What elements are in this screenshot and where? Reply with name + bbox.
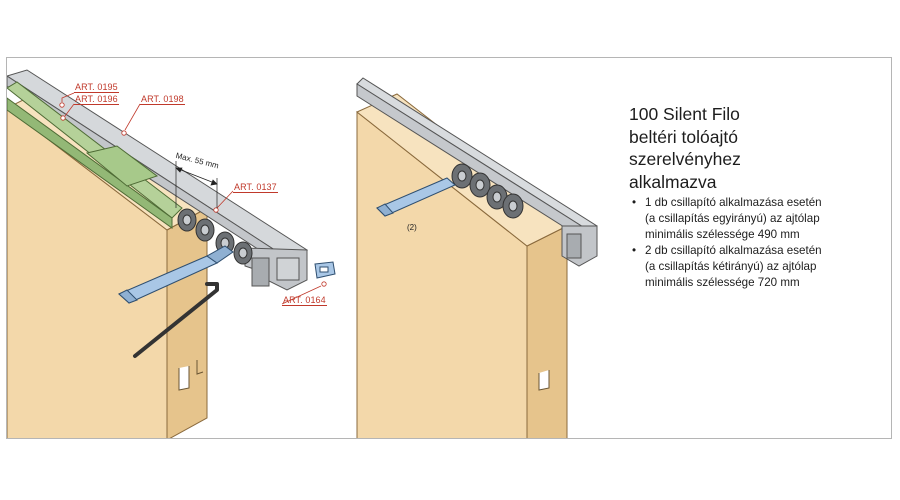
- feature-line: 1 db csillapító alkalmazása esetén: [645, 196, 822, 209]
- hardware-diagram: [7, 69, 598, 438]
- reference-label: (2): [407, 223, 417, 232]
- right-carriage-wheels: [451, 163, 524, 219]
- right-drawing: [356, 77, 598, 438]
- feature-list: • 1 db csillapító alkalmazása esetén (a …: [629, 195, 879, 291]
- left-hanger-bracket: [118, 245, 234, 304]
- title-line: 100 Silent Filo: [629, 104, 740, 124]
- product-title: 100 Silent Filo beltéri tolóajtó szerelv…: [629, 103, 879, 193]
- title-line: szerelvényhez: [629, 149, 741, 169]
- feature-item: • 2 db csillapító alkalmazása esetén (a …: [629, 243, 879, 291]
- feature-line: 2 db csillapító alkalmazása esetén: [645, 244, 822, 257]
- feature-line: (a csillapítás kétirányú) az ajtólap: [645, 260, 817, 273]
- right-track-rail: [356, 77, 598, 267]
- callout-art-0196: ART. 0196: [74, 94, 119, 105]
- feature-line: minimális szélessége 720 mm: [645, 276, 800, 289]
- right-hanger-bracket: [376, 177, 456, 217]
- feature-line: minimális szélessége 490 mm: [645, 228, 800, 241]
- title-line: alkalmazva: [629, 171, 717, 192]
- callout-art-0195: ART. 0195: [74, 82, 119, 93]
- callout-art-0137: ART. 0137: [233, 182, 278, 193]
- left-damper: [7, 81, 183, 229]
- left-drawing: [7, 69, 336, 438]
- left-clip-part: [314, 261, 336, 279]
- callout-art-0164: ART. 0164: [282, 295, 327, 306]
- description-block: 100 Silent Filo beltéri tolóajtó szerelv…: [629, 103, 879, 291]
- title-line: beltéri tolóajtó: [629, 126, 738, 147]
- callout-leaders: [59, 92, 327, 305]
- feature-line: (a csillapítás egyirányú) az ajtólap: [645, 212, 820, 225]
- left-allen-key: [133, 282, 219, 358]
- left-carriage-wheels: [177, 208, 253, 265]
- bullet-icon: •: [632, 244, 637, 257]
- callout-art-0198: ART. 0198: [140, 94, 185, 105]
- feature-item: • 1 db csillapító alkalmazása esetén (a …: [629, 195, 879, 243]
- illustration-frame: ART. 0195 ART. 0196 ART. 0198 ART. 0137 …: [6, 57, 892, 439]
- dimension-lines: [175, 161, 218, 208]
- bullet-icon: •: [632, 196, 637, 209]
